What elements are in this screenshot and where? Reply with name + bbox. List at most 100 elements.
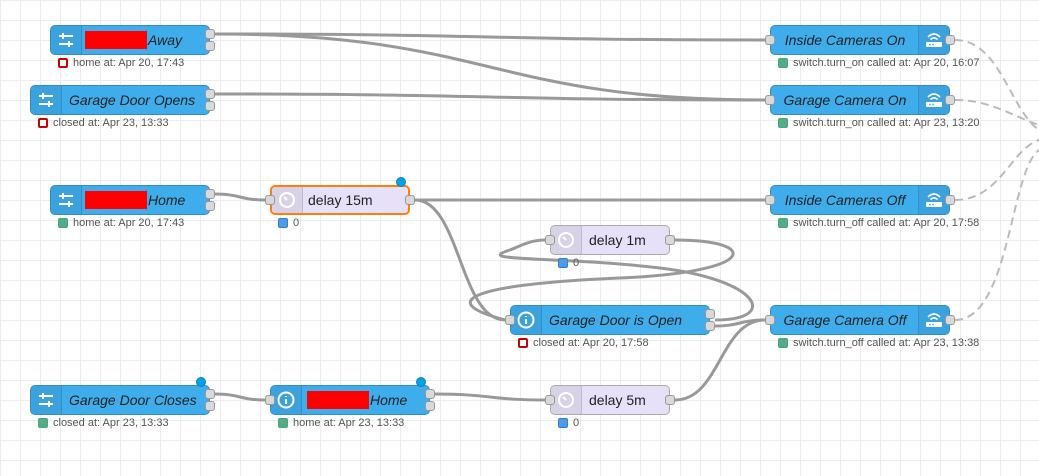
timer-icon: [272, 187, 303, 213]
link-out-wire-2: [954, 99, 1039, 126]
output-port[interactable]: [945, 195, 955, 205]
wire-delay1-garage-door-is-open: [468, 238, 735, 322]
switch-icon: [51, 186, 82, 214]
info-icon: [271, 386, 302, 414]
output-port[interactable]: [205, 189, 215, 199]
input-port[interactable]: [765, 35, 775, 45]
output-port[interactable]: [205, 41, 215, 51]
status-dot-icon: [558, 418, 568, 428]
redacted-name: [85, 191, 147, 209]
router-icon: [918, 26, 949, 54]
node-label: Garage Camera Off: [783, 312, 907, 328]
switch-icon: [31, 86, 62, 114]
output-port[interactable]: [705, 321, 715, 331]
node-inside-cameras-on[interactable]: Inside Cameras On: [770, 25, 950, 55]
output-port[interactable]: [205, 101, 215, 111]
timer-icon: [551, 226, 582, 254]
timer-icon: [551, 386, 582, 414]
output-port[interactable]: [205, 89, 215, 99]
input-port[interactable]: [765, 95, 775, 105]
node-home-1[interactable]: Home: [50, 185, 210, 215]
status-dot-icon: [278, 218, 288, 228]
node-status: closed at: Apr 20, 17:58: [518, 337, 649, 349]
output-port[interactable]: [665, 235, 675, 245]
output-port[interactable]: [405, 195, 415, 205]
output-port[interactable]: [205, 29, 215, 39]
node-status: home at: Apr 20, 17:43: [58, 57, 184, 69]
node-garage-door-closes[interactable]: Garage Door Closes: [30, 385, 210, 415]
node-label: delay 1m: [589, 232, 646, 248]
input-port[interactable]: [765, 315, 775, 325]
node-status: home at: Apr 20, 17:43: [58, 217, 184, 229]
node-label: Inside Cameras Off: [784, 192, 906, 208]
wire-garage-door-is-open-delay1: [498, 238, 754, 322]
output-port[interactable]: [705, 309, 715, 319]
node-status: closed at: Apr 23, 13:33: [38, 117, 169, 129]
output-port[interactable]: [945, 315, 955, 325]
node-label: Inside Cameras On: [784, 32, 906, 48]
node-delay-1m[interactable]: delay 1m: [550, 225, 670, 255]
input-port[interactable]: [765, 195, 775, 205]
input-port[interactable]: [545, 235, 555, 245]
wire-garage-door-opens-garage-camera-on: [214, 92, 766, 102]
node-delay-5m[interactable]: delay 5m: [550, 385, 670, 415]
node-status: closed at: Apr 23, 13:33: [38, 417, 169, 429]
changed-indicator-icon: [196, 377, 206, 387]
node-garage-camera-on[interactable]: Garage Camera On: [770, 85, 950, 115]
input-port[interactable]: [545, 395, 555, 405]
wire-away-inside-cameras-on: [214, 32, 766, 42]
output-port[interactable]: [665, 395, 675, 405]
changed-indicator-icon: [396, 177, 406, 187]
wire-away-garage-camera-on: [214, 32, 766, 102]
changed-indicator-icon: [416, 377, 426, 387]
node-status: 0: [558, 257, 579, 269]
node-label: Garage Camera On: [783, 92, 907, 108]
link-out-wire-3: [954, 139, 1039, 201]
link-out-wire-1: [954, 39, 1039, 131]
node-home-2[interactable]: Home: [270, 385, 430, 415]
node-status: 0: [558, 417, 579, 429]
output-port[interactable]: [945, 35, 955, 45]
node-label: delay 15m: [308, 192, 373, 208]
node-status: switch.turn_off called at: Apr 23, 13:38: [778, 337, 979, 349]
node-garage-camera-off[interactable]: Garage Camera Off: [770, 305, 950, 335]
switch-icon: [31, 386, 62, 414]
node-status: 0: [278, 217, 299, 229]
info-icon: [511, 306, 542, 334]
output-port[interactable]: [425, 389, 435, 399]
node-status: home at: Apr 23, 13:33: [278, 417, 404, 429]
output-port[interactable]: [425, 401, 435, 411]
status-dot-icon: [778, 58, 788, 68]
wire-home2-delay5: [434, 392, 546, 402]
node-label: delay 5m: [589, 392, 646, 408]
output-port[interactable]: [945, 95, 955, 105]
link-out-wire-4: [954, 149, 1039, 321]
node-garage-door-opens[interactable]: Garage Door Opens: [30, 85, 210, 115]
router-icon: [918, 186, 949, 214]
node-delay-15m[interactable]: delay 15m: [270, 185, 410, 215]
router-icon: [918, 306, 949, 334]
output-port[interactable]: [205, 201, 215, 211]
wire-delay5-garage-camera-off: [674, 318, 766, 402]
status-dot-icon: [778, 218, 788, 228]
status-ring-icon: [38, 118, 48, 128]
input-port[interactable]: [505, 315, 515, 325]
output-port[interactable]: [205, 389, 215, 399]
node-label: Away: [148, 32, 182, 48]
input-port[interactable]: [265, 395, 275, 405]
node-away[interactable]: Away: [50, 25, 210, 55]
input-port[interactable]: [265, 195, 275, 205]
router-icon: [918, 86, 949, 114]
node-label: Garage Door Closes: [69, 392, 197, 408]
status-ring-icon: [58, 58, 68, 68]
output-port[interactable]: [205, 401, 215, 411]
status-dot-icon: [38, 418, 48, 428]
node-garage-door-is-open[interactable]: Garage Door is Open: [510, 305, 710, 335]
node-label: Garage Door Opens: [69, 92, 196, 108]
node-inside-cameras-off[interactable]: Inside Cameras Off: [770, 185, 950, 215]
node-label: Garage Door is Open: [549, 312, 683, 328]
redacted-name: [307, 391, 369, 409]
status-dot-icon: [558, 258, 568, 268]
redacted-name: [85, 31, 147, 49]
